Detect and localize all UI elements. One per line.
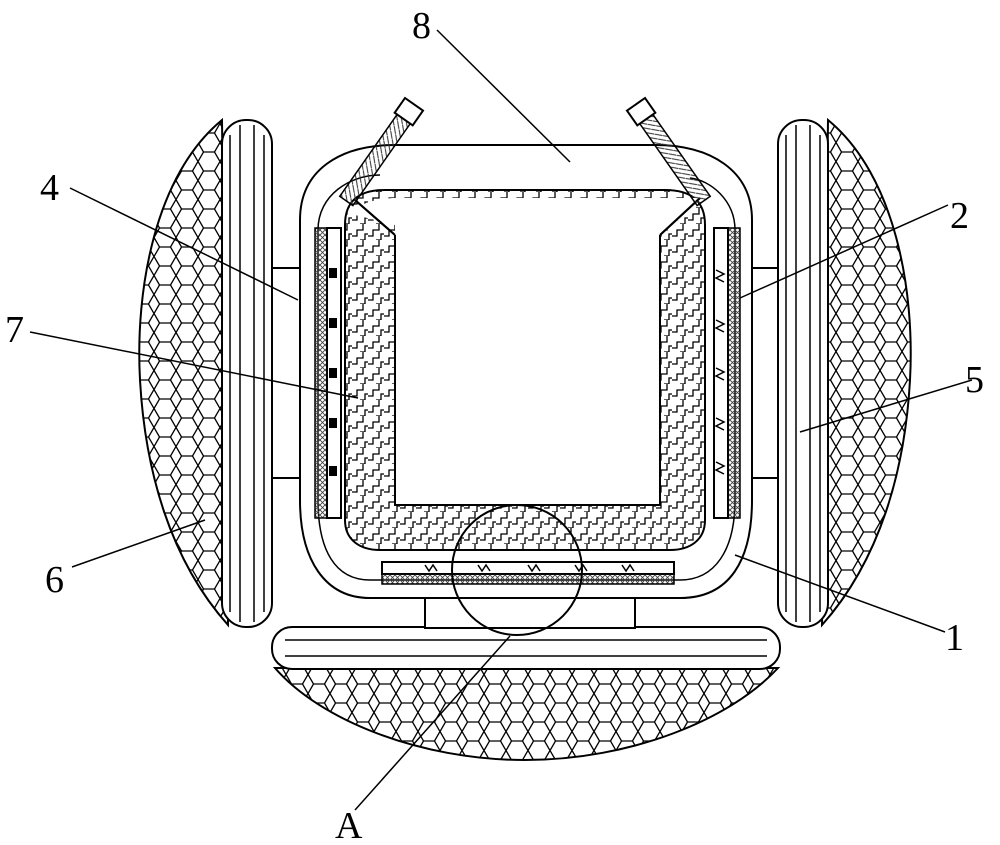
right-side-plate [777, 119, 829, 628]
inner-insulation-liner [344, 189, 706, 551]
label-4: 4 [40, 167, 59, 209]
label-5: 5 [965, 359, 984, 401]
left-side-plate [221, 119, 273, 628]
top-bolts [338, 96, 712, 207]
left-spring-plate [314, 227, 342, 519]
bottom-spring-plate [381, 561, 675, 585]
label-1: 1 [945, 617, 964, 659]
right-hex-shell [820, 117, 912, 628]
detail-circle-a [451, 504, 583, 636]
left-hex-shell [138, 117, 230, 628]
label-8: 8 [412, 5, 431, 47]
bottom-base [271, 589, 781, 762]
part-labels: 8 4 7 6 2 5 1 A [5, 5, 984, 845]
label-2: 2 [950, 195, 969, 237]
leader-lines [29, 29, 973, 811]
label-7: 7 [5, 309, 24, 351]
right-spring-plate [713, 227, 741, 519]
label-a: A [335, 805, 363, 845]
label-6: 6 [45, 559, 64, 601]
